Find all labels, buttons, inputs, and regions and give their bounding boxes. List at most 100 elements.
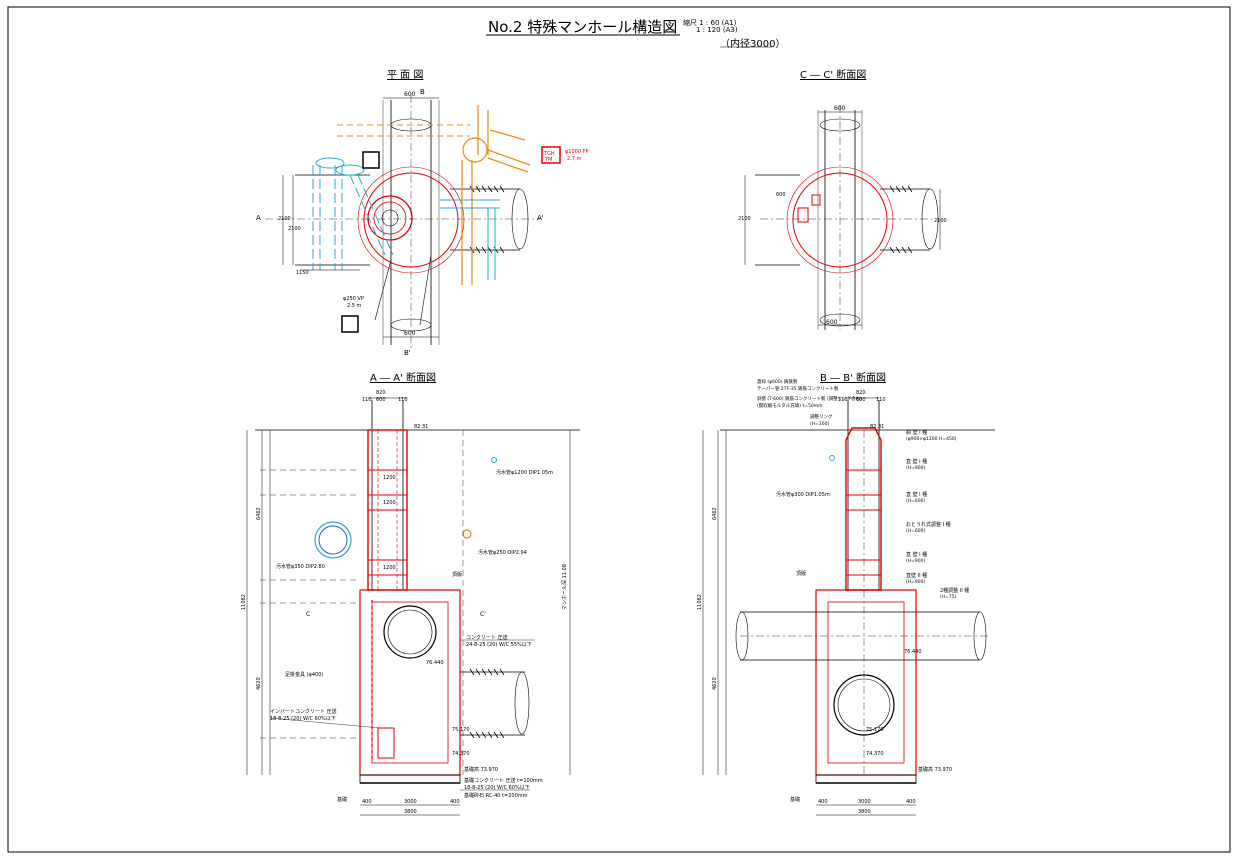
aa-label-c: C (306, 611, 310, 618)
bb-right-sub-4: (H=900) (906, 558, 925, 564)
aa-label-invert: インバートコンクリート 圧送 (270, 708, 337, 715)
aa-bottom-dim-2: 400 (450, 799, 460, 805)
plan-red-box (541, 146, 561, 164)
bb-right-sub-0: (φ900×φ1200 H=450) (906, 436, 957, 442)
plan-mark-b-top: B (420, 88, 425, 96)
bb-right-sub-6: (H=75) (940, 594, 957, 600)
bb-top-dim-3: 110 (876, 397, 886, 403)
aa-label-base-conc: 基礎コンクリート 圧送 t=100mm (464, 777, 543, 784)
aa-left-sub-1: 4620 (256, 677, 262, 690)
plan-mark-b-bottom: B' (404, 349, 411, 357)
aa-left-total: 11082 (241, 594, 247, 610)
bb-right-sub-5: (H=900) (906, 579, 925, 585)
aa-top-dim-3: 110 (398, 397, 408, 403)
bb-left-total: 11082 (697, 594, 703, 610)
bb-right-label-3: おとうれ式調整 I 種 (906, 521, 951, 528)
aa-label-top-slab: 頂版 (452, 571, 462, 578)
bb-bottom-total: 3800 (858, 809, 871, 815)
aa-left-sub-0: 6462 (256, 507, 262, 520)
bb-right-sub-2: (H=600) (906, 498, 925, 504)
plan-top-dim: 600 (404, 91, 416, 98)
cc-left-dim1: 2100 (738, 216, 751, 222)
scale-a1: 縮尺 1 : 60 (A1) (683, 18, 736, 28)
bb-right-label-1: 直 壁 I 種 (906, 458, 927, 465)
bb-right-label-2: 直 壁 I 種 (906, 491, 927, 498)
aa-label-base-level: 基礎高 73.970 (464, 766, 498, 773)
aa-inner-dim-1: 1200 (383, 500, 396, 506)
aa-label-concrete2: 24-8-25 (20) W/C 55%以下 (466, 642, 532, 648)
bb-right-sub-1: (H=900) (906, 465, 925, 471)
plan-red-box-2: TM (544, 157, 552, 163)
plan-note-pipe: φ250 VP (343, 296, 364, 302)
plan-left-dim2: 2100 (288, 226, 301, 232)
bb-right-label-6: 2種調整 II 種 (940, 587, 969, 594)
bb-level-2: 75.170 (866, 727, 884, 733)
plan-red-note-2: 2.7 m (567, 156, 582, 162)
plan-red-box-1: TGH (543, 151, 555, 157)
scale-a3: 1 : 120 (A3) (696, 26, 738, 34)
inner-diameter: （内径3000） (720, 39, 786, 50)
section-cc-title: C ― C' 断面図 (800, 70, 867, 81)
aa-top-dim-2: 600 (376, 397, 386, 403)
bb-label-top-slab: 頂版 (796, 570, 806, 577)
bb-level-1: 76.440 (904, 649, 922, 655)
cc-note: 600 (776, 192, 786, 198)
aa-top-dim-0: 820 (376, 390, 386, 396)
bb-note-3: 斜壁 (T-600) 鉄筋コンクリート製 (調整リング含む) (757, 395, 862, 402)
aa-inner-dim-0: 1200 (383, 475, 396, 481)
plan-view-title: 平 面 図 (387, 70, 424, 81)
bb-top-dim-0: 820 (856, 390, 866, 396)
bb-label-base-level: 基礎高 73.970 (918, 766, 952, 773)
sheet-border (7, 6, 1231, 853)
bb-note-6: (H=100) (810, 421, 829, 427)
title-block: No.2 特殊マンホール構造図 縮尺 1 : 60 (A1) 1 : 120 (… (478, 14, 798, 54)
cc-left-dim2: 2100 (934, 218, 947, 224)
bb-top-dim-2: 600 (856, 397, 866, 403)
bb-bottom-dim-2: 400 (906, 799, 916, 805)
bb-label-bottom-left: 基礎 (790, 796, 800, 803)
bb-note-1: 蓋枠 (φ600) 鋳鉄製 (757, 378, 798, 385)
aa-bottom-dim-1: 3000 (404, 799, 417, 805)
bb-bottom-dim-0: 400 (818, 799, 828, 805)
aa-level-2: 75.170 (452, 727, 470, 733)
section-cc-view (744, 105, 941, 330)
plan-note-len: 2.5 m (347, 303, 362, 309)
bb-note-2: テーパー管 2TF-35 鉄筋コンクリート製 (757, 385, 839, 392)
aa-label-c2: C' (480, 611, 486, 618)
plan-red-note-1: φ1000 FP (565, 149, 589, 155)
scale-label: 縮尺 (683, 19, 697, 27)
aa-label-pipe2: 汚水管φ350 DIP2.80 (276, 563, 325, 570)
aa-label-vertical: マンホール深 11.08 (561, 564, 568, 610)
aa-level-3: 74.370 (452, 751, 470, 757)
bb-ground-level: 82.31 (870, 424, 884, 430)
plan-left-dim3: 1150 (296, 270, 309, 276)
bb-left-sub-0: 6462 (712, 507, 718, 520)
bb-right-label-5: 直壁 II 種 (906, 572, 927, 579)
bb-bottom-dim-1: 3000 (858, 799, 871, 805)
aa-ground-level: 82.31 (414, 424, 428, 430)
bb-right-label-4: 直 壁 I 種 (906, 551, 927, 558)
aa-top-dim-1: 110 (362, 397, 372, 403)
section-bb-view (702, 397, 995, 816)
aa-level-1: 76.440 (426, 660, 444, 666)
aa-inner-dim-2: 1200 (383, 565, 396, 571)
bb-top-dim-1: 110 (838, 397, 848, 403)
plan-mark-a-right: A' (537, 214, 544, 222)
bb-note-4: (無収縮モルタル充填) t=50mm (757, 402, 822, 409)
bb-right-sub-3: (H=600) (906, 528, 925, 534)
plan-bottom-dim: 600 (404, 330, 416, 337)
aa-label-base-conc2: 18-8-25 (20) W/C 60%以下 (464, 785, 530, 791)
aa-label-base-gravel: 基礎砕石 RC-40 t=200mm (464, 792, 528, 799)
cc-bottom-dim: 600 (826, 319, 838, 326)
bb-label-pipe: 汚水管φ300 DIP1.05m (776, 491, 830, 498)
plan-view (265, 95, 561, 350)
bb-right-label-0: 斜 壁 I 種 (906, 429, 927, 436)
aa-bottom-total: 3800 (404, 809, 417, 815)
plan-left-dim1: 2100 (278, 216, 291, 222)
plan-mark-a-left: A (256, 214, 261, 222)
bb-left-sub-1: 4620 (712, 677, 718, 690)
bb-level-3: 74.370 (866, 751, 884, 757)
scale-a1-value: 1 : 60 (A1) (699, 19, 737, 27)
aa-label-stair: 足掛金具 (φ400) (285, 671, 323, 678)
